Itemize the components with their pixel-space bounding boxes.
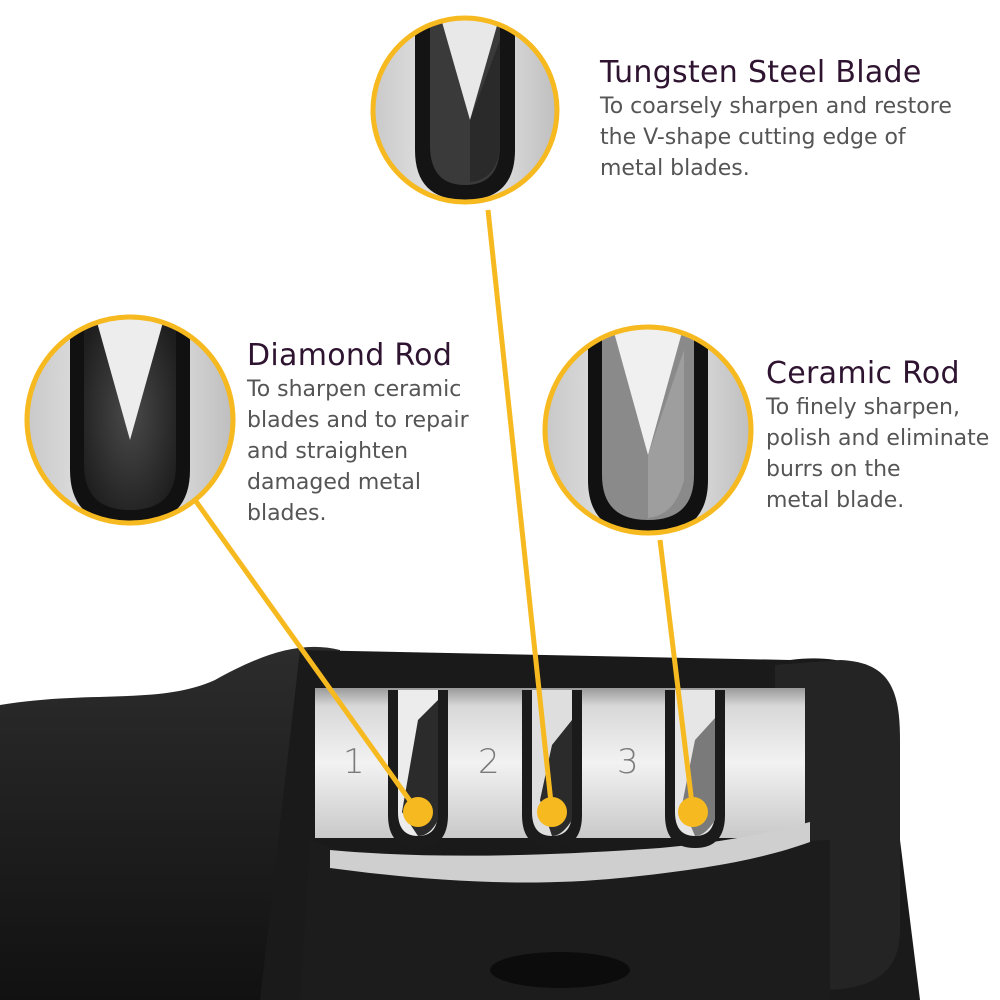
zoom-circle-ceramic [542,324,754,536]
callout-description: To coarsely sharpen and restore the V-sh… [600,94,952,181]
callout-title: Tungsten Steel Blade [600,55,922,90]
handle [0,646,340,1000]
callout-tungsten: Tungsten Steel Blade To coarsely sharpen… [600,55,952,184]
zoom-circle-tungsten [370,15,560,205]
marker-dot-3 [678,797,708,827]
slot-number-1: 1 [343,742,365,782]
marker-dot-2 [537,797,567,827]
callout-description: To sharpen ceramic blades and to repair … [247,377,469,526]
callout-title: Ceramic Rod [766,356,960,391]
slot-number-2: 2 [478,742,500,782]
callout-description: To finely sharpen, polish and eliminate … [766,395,990,513]
callout-diamond: Diamond Rod To sharpen ceramic blades an… [247,338,469,529]
callout-title: Diamond Rod [247,338,453,373]
callout-ceramic: Ceramic Rod To finely sharpen, polish an… [766,356,989,516]
slot-number-3: 3 [617,742,639,782]
marker-dot-1 [403,797,433,827]
zoom-circle-diamond [24,314,236,526]
